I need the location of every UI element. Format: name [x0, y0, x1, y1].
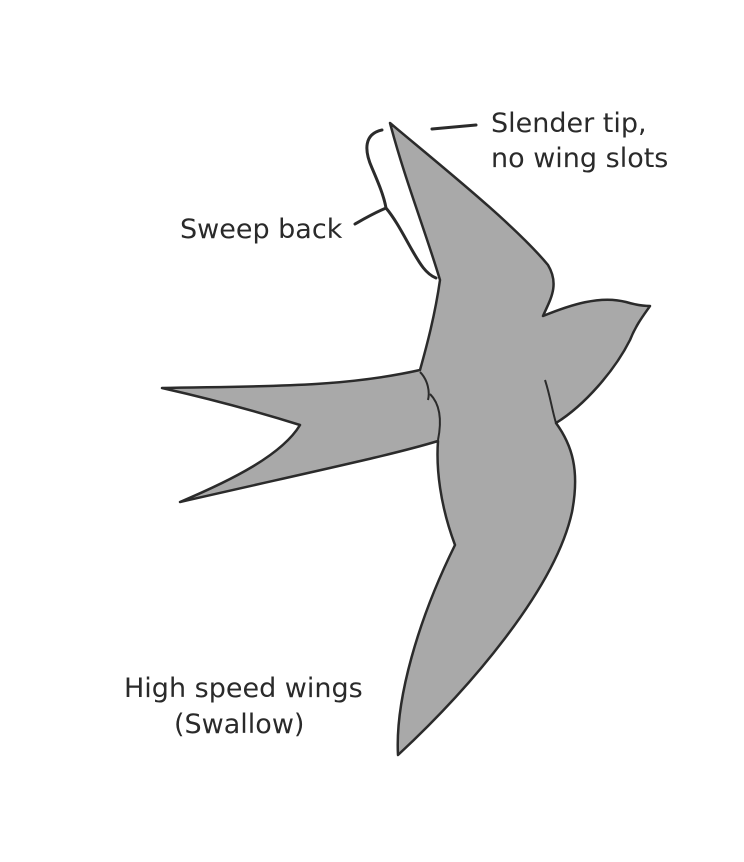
body-contour-line: [544, 379, 557, 424]
caption-line2: (Swallow): [174, 709, 304, 740]
sweep-back-bracket: [353, 128, 438, 280]
sweep-back-label: Sweep back: [180, 214, 343, 245]
swallow-silhouette: [160, 121, 652, 757]
body-contour-line: [419, 371, 430, 401]
slender-tip-label-line1: Slender tip,: [491, 108, 647, 139]
wing-tip-pointer-line: [430, 123, 478, 131]
caption-line1: High speed wings: [124, 673, 363, 704]
slender-tip-label-line2: no wing slots: [491, 143, 668, 174]
body-contour-line: [429, 393, 441, 441]
